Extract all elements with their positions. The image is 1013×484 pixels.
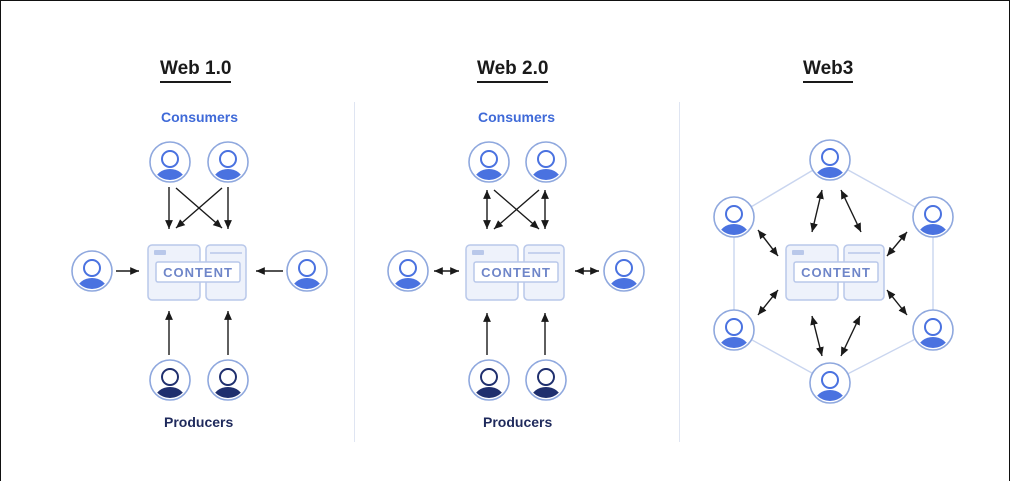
consumer-avatar-icon (912, 196, 954, 238)
producer-avatar-icon (149, 359, 191, 401)
producer-avatar-icon (207, 359, 249, 401)
consumer-avatar-icon (912, 309, 954, 351)
arrow-icon (175, 187, 223, 229)
content-card-icon: CONTENT (147, 244, 247, 301)
panel-title-web3: Web3 (803, 58, 854, 83)
consumer-avatar-icon (71, 250, 113, 292)
double-arrow-icon (840, 315, 861, 357)
consumer-avatar-icon (809, 139, 851, 181)
panel-title-web2: Web 2.0 (477, 58, 549, 83)
consumer-avatar-icon (468, 141, 510, 183)
content-label: CONTENT (481, 265, 551, 280)
double-arrow-icon (886, 231, 908, 257)
consumer-avatar-icon (149, 141, 191, 183)
consumer-avatar-icon (286, 250, 328, 292)
double-arrow-icon (810, 189, 824, 233)
consumer-avatar-icon (603, 250, 645, 292)
double-arrow-icon (757, 289, 779, 316)
double-arrow-icon (757, 229, 779, 257)
consumer-avatar-icon (713, 196, 755, 238)
consumer-avatar-icon (525, 141, 567, 183)
consumers-label-web1: Consumers (161, 109, 239, 125)
arrow-icon (493, 189, 540, 230)
consumer-avatar-icon (387, 250, 429, 292)
consumer-avatar-icon (713, 309, 755, 351)
content-card-icon: CONTENT (785, 244, 885, 301)
consumer-avatar-icon (809, 362, 851, 404)
consumer-avatar-icon (207, 141, 249, 183)
double-arrow-icon (886, 289, 908, 316)
double-arrow-icon (840, 189, 862, 233)
consumers-label-web2: Consumers (478, 109, 556, 125)
content-card-icon: CONTENT (465, 244, 565, 301)
panel-title-web1: Web 1.0 (160, 58, 232, 83)
double-arrow-icon (810, 315, 824, 357)
panel-divider (679, 102, 680, 442)
producers-label-web1: Producers (164, 414, 234, 430)
content-label: CONTENT (801, 265, 871, 280)
content-label: CONTENT (163, 265, 233, 280)
producers-label-web2: Producers (483, 414, 553, 430)
panel-divider (354, 102, 355, 442)
producer-avatar-icon (525, 359, 567, 401)
producer-avatar-icon (468, 359, 510, 401)
